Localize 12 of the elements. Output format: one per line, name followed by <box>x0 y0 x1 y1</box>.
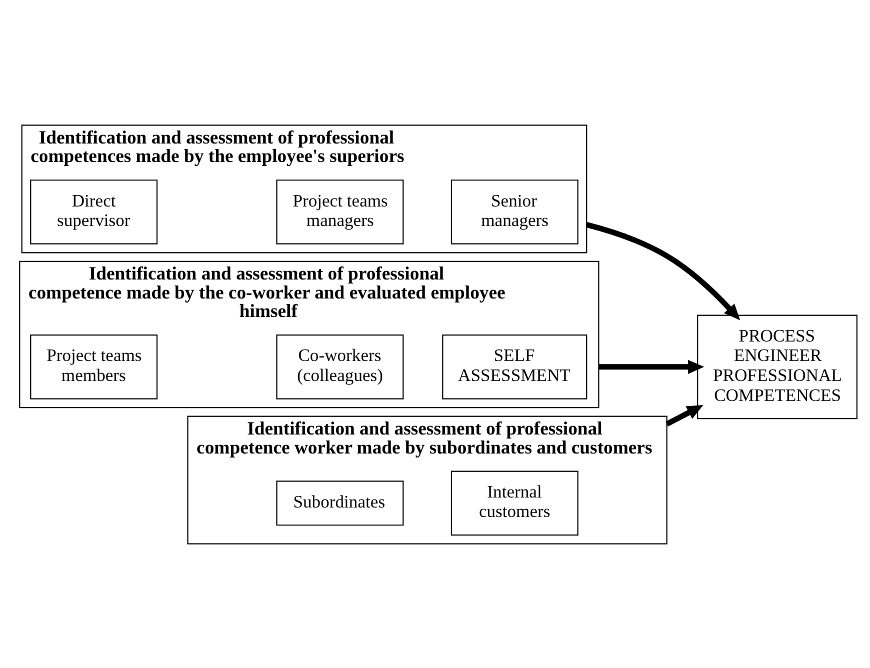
node-box: Co-workers (colleagues) <box>276 334 404 399</box>
arrow <box>586 222 740 320</box>
node-box: Internal customers <box>450 470 578 536</box>
node-box: Project teams managers <box>276 179 404 244</box>
node-box: Project teams members <box>30 334 158 399</box>
node-box: PROCESS ENGINEER PROFESSIONAL COMPETENCES <box>697 314 858 419</box>
node-box: Senior managers <box>450 179 578 244</box>
node-box: SELF ASSESSMENT <box>442 334 588 399</box>
node-box: Subordinates <box>276 480 404 526</box>
arrow <box>598 359 704 374</box>
arrow <box>666 404 704 426</box>
node-box: Direct supervisor <box>30 179 158 244</box>
